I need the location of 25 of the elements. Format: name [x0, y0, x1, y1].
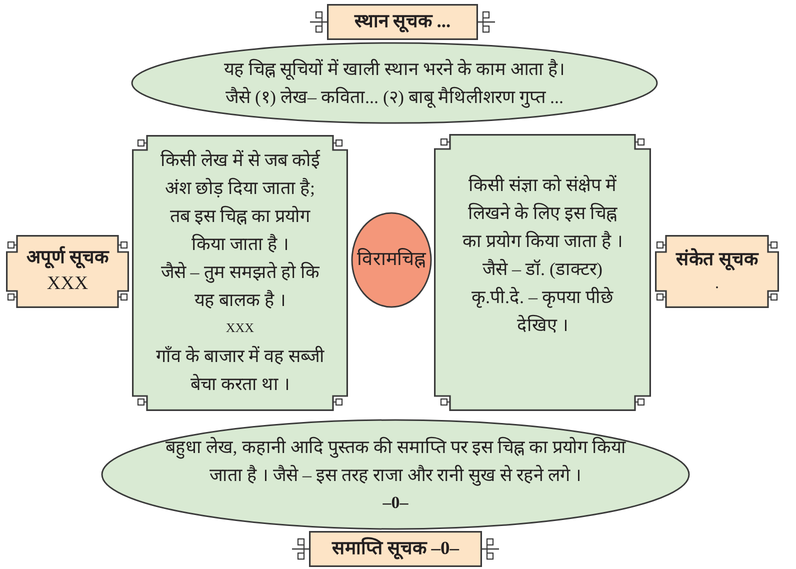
example-text: गाँव के बाजार में वह सब्जी बेचा करता था ।: [154, 344, 326, 396]
info-ellipse: [131, 42, 658, 124]
heading-text: अपूर्ण सूचक: [26, 246, 108, 270]
center-circle: [351, 212, 432, 308]
center-title: विरामचिह्न: [357, 248, 426, 272]
symbol-text: XXX: [46, 272, 88, 296]
label-tab: [655, 235, 779, 308]
description-text: किसी संज्ञा को संक्षेप में लिखने के लिए इस चिह्न का प्रयोग किया जाता है ।: [461, 174, 624, 253]
symbol-text: .: [715, 274, 719, 294]
end-mark: –0–: [382, 492, 408, 514]
omission-mark: XXX: [226, 319, 254, 337]
example-text: जैसे – तुम समझते हो कि यह बालक है ।: [160, 260, 321, 312]
info-ellipse: [101, 419, 690, 530]
info-panel: [434, 134, 651, 411]
description-text: बहुधा लेख, कहानी आदि पुस्तक की समाप्ति पर इस चिह्न का प्रयोग किया जाता है । जैसे – इस तरह राजा और रानी सुख से रहने लगे ।: [164, 436, 627, 488]
description-text: किसी लेख में से जब कोई अंश छोड़ दिया जाता है; तब इस चिह्न का प्रयोग किया जाता है ।: [159, 148, 322, 256]
heading-text: समाप्ति सूचक –0–: [332, 536, 459, 562]
example-text: जैसे – डॉ. (डाक्टर): [482, 258, 602, 281]
heading-text: स्थान सूचक ...: [354, 10, 451, 34]
heading-text: संकेत सूचक: [676, 248, 758, 272]
description-text: यह चिह्न सूचियों में खाली स्थान भरने के काम आता है।: [224, 58, 565, 82]
example-text: कृ.पी.दे. – कृपया पीछे देखिए ।: [470, 286, 614, 337]
label-tab: [6, 235, 129, 308]
example-text: जैसे (१) लेख– कविता... (२) बाबू मैथिलीशरण गुप्त ...: [226, 86, 564, 110]
info-panel: [132, 135, 348, 411]
